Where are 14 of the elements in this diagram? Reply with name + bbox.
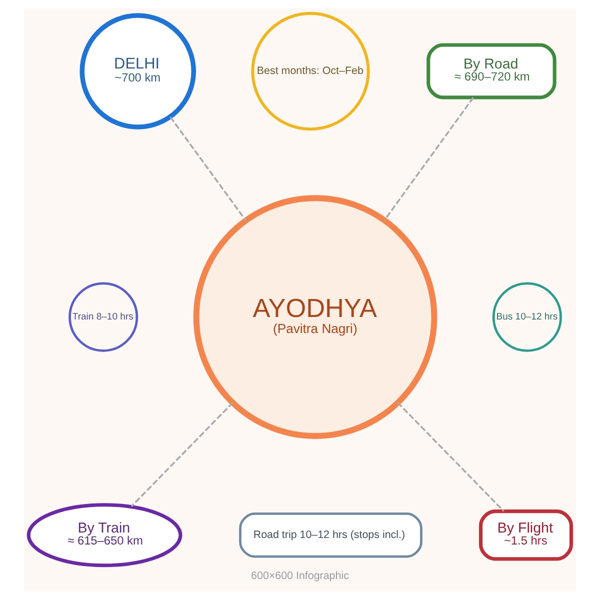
node-box: By Flight ~1.5 hrs (478, 510, 574, 561)
node-box: Road trip 10–12 hrs (stops incl.) (239, 512, 422, 558)
caption: 600×600 Infographic (251, 570, 349, 582)
node-circle: Train 8–10 hrs (68, 282, 138, 352)
node-box: By Road ≈ 690–720 km (426, 43, 556, 100)
connector (384, 97, 474, 221)
connector (397, 402, 504, 512)
node-circle: Bus 10–12 hrs (492, 282, 562, 352)
node-circle: DELHI ~700 km (80, 13, 196, 130)
node-circle: AYODHYA (Pavitra Nagri) (193, 195, 438, 439)
node-circle: Best months: Oct–Feb (251, 12, 370, 131)
node-ellipse: By Train ≈ 615–650 km (26, 503, 182, 568)
connector (170, 116, 247, 222)
connector (130, 402, 234, 507)
